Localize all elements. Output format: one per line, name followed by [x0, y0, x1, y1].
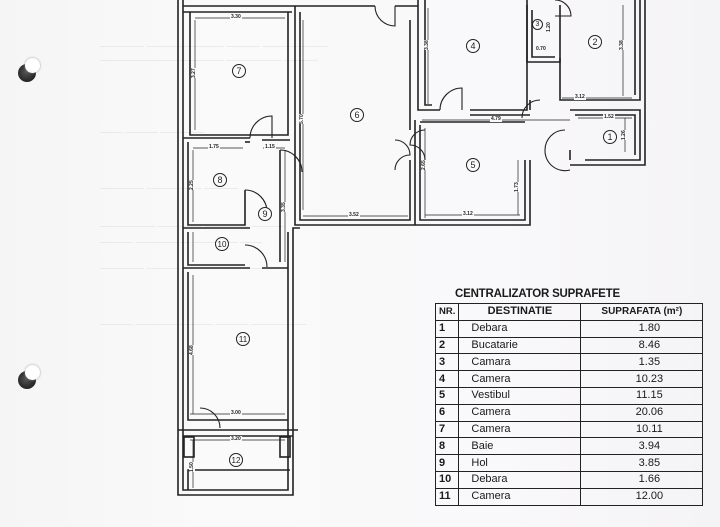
dimension-label: 1.20	[546, 22, 552, 32]
dimension-label: 2.25	[189, 180, 195, 190]
row-area: 12.00	[580, 487, 704, 506]
binder-hole-icon	[18, 58, 40, 82]
bleed-through-text: ——————— ———— ————— ———	[100, 54, 318, 66]
row-nr: 1	[434, 319, 460, 338]
row-area: 3.94	[580, 437, 704, 456]
dimension-label: 1.73	[514, 182, 520, 192]
dimension-label: 3.38	[619, 40, 625, 50]
row-area: 1.80	[580, 319, 704, 338]
row-area: 8.46	[580, 336, 704, 355]
table-header-row: NR. DESTINATIE SUPRAFATA (m²)	[434, 303, 704, 321]
bleed-through-text: ——— ——————— ——— —————	[100, 318, 307, 330]
dimension-label: 3.00	[230, 410, 242, 416]
column-header-area: SUPRAFATA (m²)	[580, 303, 704, 321]
row-destination: Camara	[458, 353, 582, 372]
row-destination: Debara	[458, 319, 582, 338]
bleed-through-text: ———— ————— ———	[100, 182, 238, 194]
row-nr: 6	[434, 403, 460, 422]
row-nr: 2	[434, 336, 460, 355]
column-header-destination: DESTINATIE	[458, 303, 582, 321]
dimension-label: 3.52	[348, 212, 360, 218]
column-header-nr: NR.	[434, 303, 460, 321]
row-nr: 8	[434, 437, 460, 456]
dimension-label: 3.35	[281, 202, 287, 212]
row-destination: Vestibul	[458, 386, 582, 405]
bleed-through-text: ———— ——————— ——— ——————	[100, 40, 329, 52]
row-nr: 10	[434, 470, 460, 489]
row-destination: Hol	[458, 454, 582, 472]
room-number-4: 4	[466, 39, 480, 53]
row-nr: 9	[434, 454, 460, 472]
room-number-2: 2	[588, 35, 602, 49]
row-area: 1.66	[580, 470, 704, 489]
row-destination: Camera	[458, 370, 582, 388]
room-number-9: 9	[258, 207, 272, 221]
binder-hole-icon	[18, 365, 40, 389]
dimension-label: 1.75	[208, 144, 220, 150]
dimension-label: 5.70	[299, 114, 305, 124]
dimension-label: 3.27	[191, 68, 197, 78]
row-nr: 4	[434, 370, 460, 388]
row-nr: 3	[434, 353, 460, 372]
dimension-label: 3.12	[462, 211, 474, 217]
row-area: 10.23	[580, 370, 704, 388]
dimension-label: 4.79	[490, 116, 502, 122]
dimension-label: 3.38	[424, 40, 430, 50]
row-destination: Baie	[458, 437, 582, 456]
dimension-label: 1.52	[603, 114, 615, 120]
dimension-label: 2.65	[421, 160, 427, 170]
room-number-11: 11	[236, 332, 250, 346]
room-number-10: 10	[215, 237, 229, 251]
bleed-through-text: ————— ———— ———— ———	[100, 220, 285, 232]
dimension-label: 0.70	[535, 46, 547, 52]
row-nr: 11	[434, 487, 460, 506]
room-number-6: 6	[350, 108, 364, 122]
dimension-label: 1.26	[621, 130, 627, 140]
row-destination: Camera	[458, 420, 582, 439]
row-area: 1.35	[580, 353, 704, 372]
dimension-label: 3.30	[230, 14, 242, 20]
row-area: 10.11	[580, 420, 704, 439]
row-destination: Debara	[458, 470, 582, 489]
row-destination: Camera	[458, 403, 582, 422]
room-number-8: 8	[213, 173, 227, 187]
row-destination: Bucatarie	[458, 336, 582, 355]
row-nr: 7	[434, 420, 460, 439]
area-summary-title: CENTRALIZATOR SUPRAFETE	[455, 288, 620, 300]
dimension-label: 3.12	[574, 94, 586, 100]
dimension-label: 1.15	[264, 144, 276, 150]
row-area: 20.06	[580, 403, 704, 422]
row-area: 11.15	[580, 386, 704, 405]
row-nr: 5	[434, 386, 460, 405]
room-number-3: 3	[532, 19, 543, 30]
room-number-5: 5	[466, 158, 480, 172]
room-number-7: 7	[232, 64, 246, 78]
row-destination: Camera	[458, 487, 582, 506]
room-number-1: 1	[603, 130, 617, 144]
dimension-label: 1.50	[189, 462, 195, 472]
dimension-label: 3.20	[230, 436, 242, 442]
dimension-label: 4.68	[189, 345, 195, 355]
room-number-12: 12	[229, 453, 243, 467]
row-area: 3.85	[580, 454, 704, 472]
